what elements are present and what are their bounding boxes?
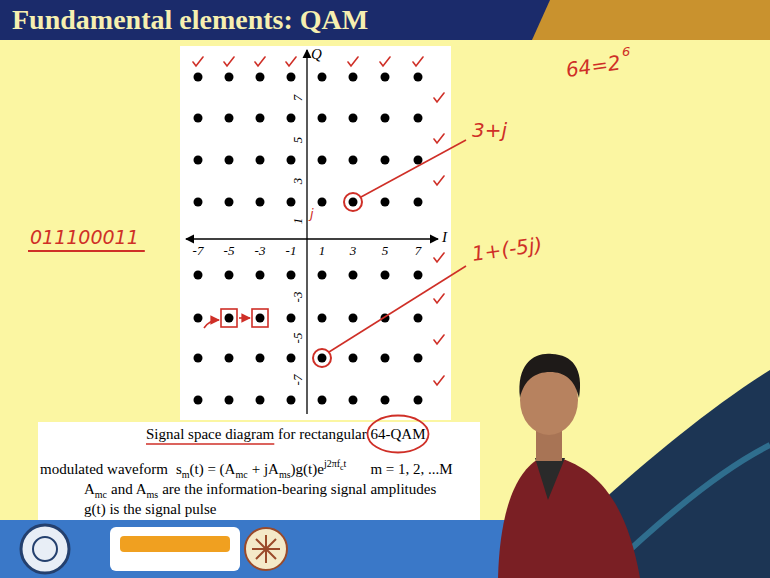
tick-label: -5 (224, 243, 235, 259)
highlight-box (221, 309, 237, 327)
transition-arrow (204, 320, 219, 328)
constellation-row (194, 156, 423, 165)
tick-label: 5 (290, 137, 306, 144)
tick-label: 1 (319, 243, 326, 259)
formula-text: mc (95, 489, 107, 501)
handwritten-note: 3+j (472, 118, 507, 142)
text-panel (38, 422, 480, 520)
presenter-jacket (498, 458, 640, 578)
constellation-row (194, 73, 423, 82)
platform-logo (110, 527, 240, 571)
highlight-box (252, 309, 268, 327)
axis-label: I (442, 229, 447, 246)
institute-logo (33, 537, 57, 561)
constellation-row (194, 396, 423, 405)
constellation-row (194, 198, 423, 207)
partner-logo (252, 535, 280, 563)
institute-logo (21, 525, 69, 573)
underline (146, 443, 274, 445)
figure-caption: Signal space diagram for rectangular 64-… (146, 426, 426, 443)
formula-line: modulated waveform sm(t) = (Amc + jAms)g(t… (40, 460, 453, 478)
platform-logo (120, 536, 230, 552)
q-axis (306, 50, 307, 414)
constellation-row (194, 114, 423, 123)
formula-text: (t) = (A (190, 460, 236, 478)
formula-text: ms (146, 489, 158, 501)
tick-label: -1 (286, 243, 297, 259)
leader-line (329, 266, 466, 352)
formula-text: c (340, 463, 344, 473)
handwritten-note: 1+(-5j) (470, 232, 543, 266)
tick-label: -7 (290, 375, 306, 386)
formula-text: )g(t)e (291, 460, 324, 478)
handwritten-note: 64=2 (564, 50, 622, 81)
formula-text: and A (111, 480, 146, 498)
title-bar-accent (532, 0, 770, 40)
formula-text: m = 1, 2, ...M (370, 460, 452, 478)
tick-label: 1 (290, 218, 306, 225)
leader-line (361, 140, 466, 197)
tick-marks (193, 57, 444, 385)
formula-text: m (182, 469, 190, 481)
formula-text: mc (235, 469, 247, 481)
plot-panel (180, 46, 451, 420)
tick-label: -3 (290, 292, 306, 303)
tick-label: -3 (255, 243, 266, 259)
tick-label: 5 (382, 243, 389, 259)
binary-string: 011100011 (30, 226, 139, 248)
formula-text: ms (279, 469, 291, 481)
constellation-row (194, 271, 423, 280)
handwritten-note: j (310, 206, 314, 221)
highlight-circle (313, 349, 331, 367)
presenter-shirt (535, 458, 565, 500)
formula-line: Amc and Ams are the information-bearing si… (84, 480, 436, 498)
presenter-hair (519, 354, 580, 398)
formula-text: s (176, 460, 182, 478)
formula-text: modulated waveform (40, 460, 168, 478)
axis-label: Q (311, 46, 322, 63)
tick-label: 3 (350, 243, 357, 259)
formula-line: g(t) is the signal pulse (84, 500, 216, 518)
title-bar (0, 0, 770, 40)
formula-text: j2πf (324, 458, 340, 470)
slide-title: Fundamental elements: QAM (12, 4, 368, 36)
tick-label: 7 (290, 95, 306, 102)
highlight-circle (344, 193, 362, 211)
transition-arrow (239, 317, 250, 319)
formula-text: + jA (252, 460, 279, 478)
constellation-row (194, 354, 423, 363)
formula-text: are the information-bearing signal ampli… (162, 480, 436, 498)
i-axis (186, 238, 438, 239)
underline (28, 250, 145, 252)
formula-text: A (84, 480, 95, 498)
tick-label: 3 (290, 178, 306, 185)
handwritten-note: 6 (622, 44, 630, 59)
formula-text: g(t) is the signal pulse (84, 500, 216, 518)
formula-text: t (344, 458, 347, 470)
tick-label: -5 (290, 333, 306, 344)
tick-label: 7 (415, 243, 422, 259)
tick-label: -7 (193, 243, 204, 259)
partner-logo (245, 528, 287, 570)
